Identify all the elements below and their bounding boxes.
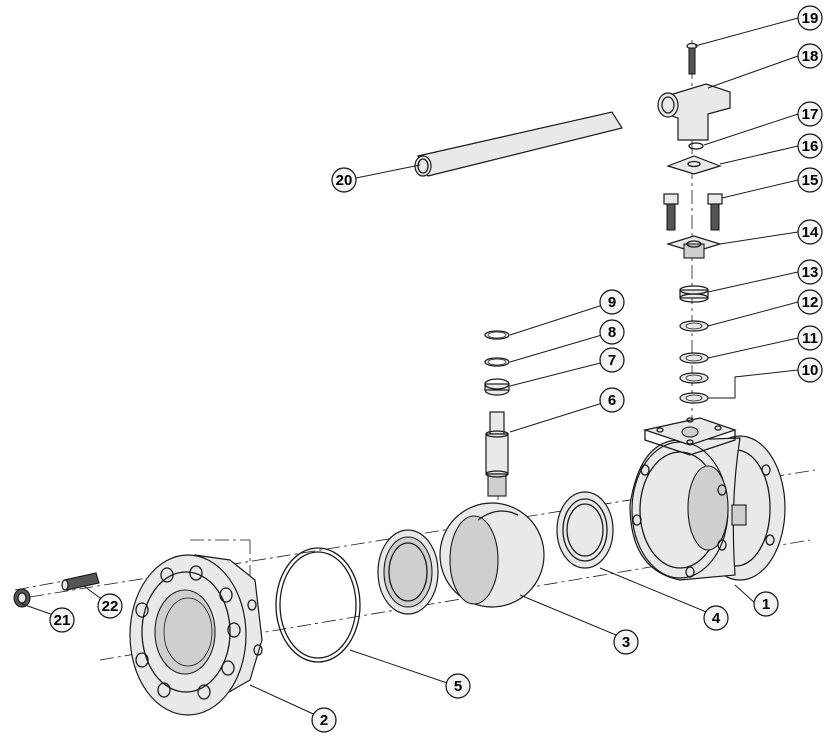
callout-15: 15 xyxy=(797,167,823,193)
callout-7: 7 xyxy=(599,347,625,373)
part-end-flange xyxy=(129,554,263,716)
callout-label: 7 xyxy=(608,352,616,369)
callout-label: 5 xyxy=(454,678,462,695)
callout-label: 15 xyxy=(802,172,819,189)
callout-label: 21 xyxy=(54,612,71,629)
part-body-gasket xyxy=(275,547,361,663)
callout-5: 5 xyxy=(445,673,471,699)
callout-9: 9 xyxy=(599,289,625,315)
leader-lines xyxy=(21,17,799,719)
callout-label: 19 xyxy=(802,10,819,27)
callout-label: 18 xyxy=(802,48,819,65)
callout-2: 2 xyxy=(311,707,337,733)
callout-label: 2 xyxy=(320,712,328,729)
callout-19: 19 xyxy=(797,5,823,31)
part-stop-plate xyxy=(666,155,722,175)
callout-label: 6 xyxy=(608,392,616,409)
callout-label: 17 xyxy=(802,106,819,123)
part-packing-stack xyxy=(679,285,709,404)
part-gland-bolts xyxy=(663,193,723,231)
callout-11: 11 xyxy=(797,325,823,351)
callout-8: 8 xyxy=(599,319,625,345)
callout-14: 14 xyxy=(797,219,823,245)
callout-label: 13 xyxy=(802,264,819,281)
callout-22: 22 xyxy=(97,593,123,619)
callout-1: 1 xyxy=(753,591,779,617)
callout-4: 4 xyxy=(703,605,729,631)
callout-21: 21 xyxy=(49,607,75,633)
part-handle-bar xyxy=(414,111,623,177)
part-handle-head xyxy=(657,83,731,141)
callout-label: 22 xyxy=(102,598,119,615)
part-seat-right xyxy=(556,491,614,569)
callouts: 1 2 3 4 5 6 7 8 xyxy=(49,5,823,733)
part-valve-body xyxy=(629,417,786,581)
callout-label: 16 xyxy=(802,138,819,155)
callout-label: 12 xyxy=(802,294,819,311)
part-washer xyxy=(688,142,704,150)
callout-label: 20 xyxy=(336,172,353,189)
callout-16: 16 xyxy=(797,133,823,159)
callout-3: 3 xyxy=(613,629,639,655)
callout-6: 6 xyxy=(599,387,625,413)
callout-label: 4 xyxy=(712,610,721,627)
callout-label: 8 xyxy=(608,324,616,341)
callout-12: 12 xyxy=(797,289,823,315)
callout-label: 10 xyxy=(802,362,819,379)
callout-20: 20 xyxy=(331,167,357,193)
callout-label: 1 xyxy=(762,596,770,613)
callout-label: 9 xyxy=(608,294,616,311)
callout-label: 14 xyxy=(802,224,819,241)
callout-13: 13 xyxy=(797,259,823,285)
part-stem xyxy=(485,411,509,497)
part-handle-screw xyxy=(686,42,698,75)
callout-label: 3 xyxy=(622,634,630,651)
part-seat-left xyxy=(377,529,439,615)
callout-label: 11 xyxy=(802,330,818,347)
part-nut xyxy=(13,588,31,608)
callout-18: 18 xyxy=(797,43,823,69)
callout-17: 17 xyxy=(797,101,823,127)
part-gland-plate xyxy=(665,235,723,259)
part-stud xyxy=(61,572,100,591)
part-stem-seals xyxy=(484,330,510,396)
part-ball xyxy=(439,502,545,608)
callout-10: 10 xyxy=(797,357,823,383)
